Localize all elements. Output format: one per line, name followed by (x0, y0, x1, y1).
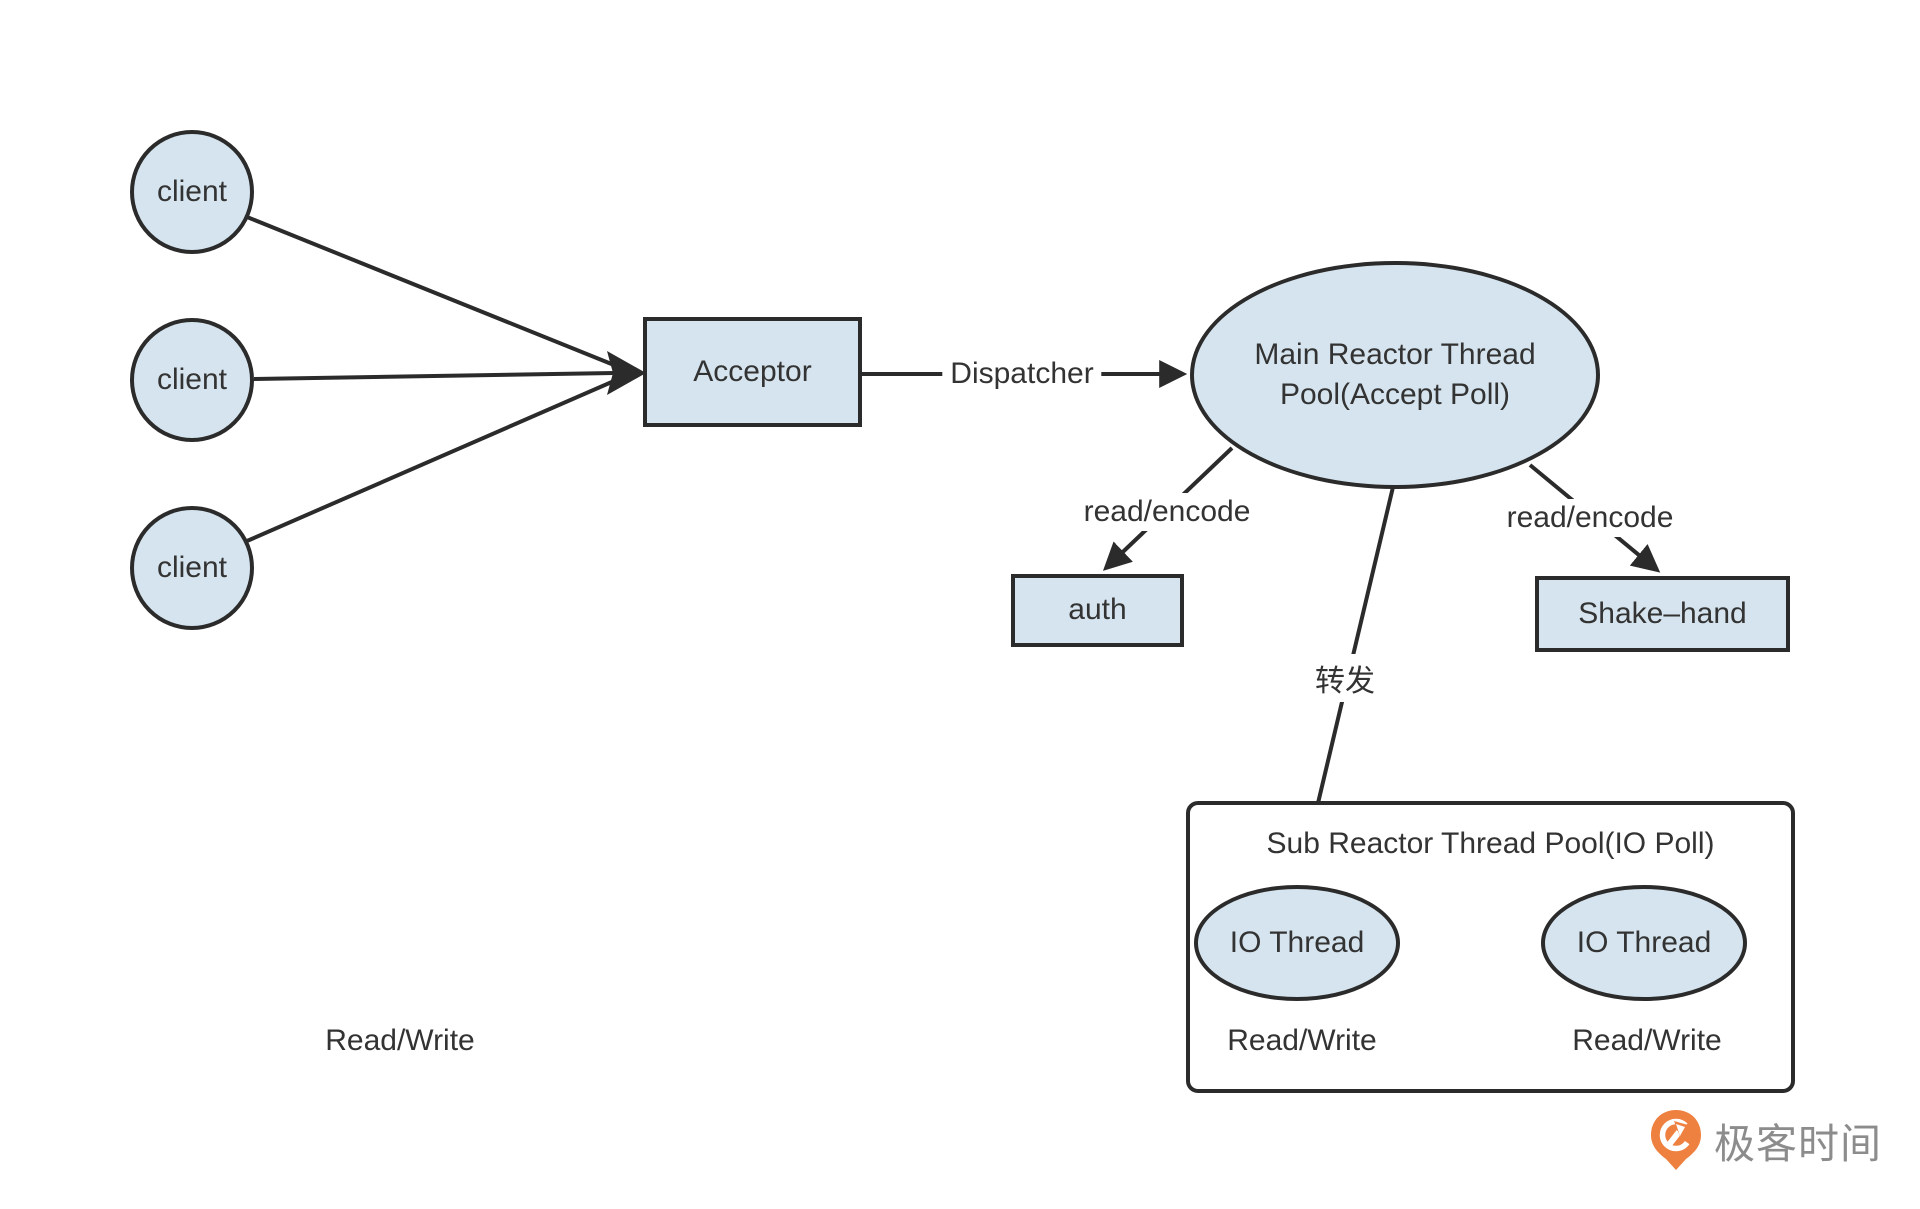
geektime-logo-text: 极客时间 (1714, 1121, 1882, 1167)
auth-node: auth (1011, 574, 1184, 647)
io-thread-caption-1: Read/Write (1227, 1024, 1377, 1057)
io-thread-label: IO Thread (1229, 925, 1365, 959)
client-label: client (156, 362, 228, 396)
io-thread-node-2: IO Thread (1541, 885, 1747, 1001)
main-reactor-label-line1: Main Reactor Thread (1254, 337, 1536, 371)
geektime-logo: 极客时间 (1648, 1108, 1882, 1172)
acceptor-label: Acceptor (693, 354, 812, 388)
auth-label: auth (1068, 593, 1127, 627)
geektime-logo-icon (1651, 1110, 1701, 1170)
read-encode-left-edge-label: read/encode (1075, 493, 1259, 531)
dispatcher-edge-label: Dispatcher (942, 355, 1102, 393)
sub-reactor-title: Sub Reactor Thread Pool(IO Poll) (1266, 827, 1715, 860)
read-encode-right-edge-label: read/encode (1498, 499, 1682, 537)
client-label: client (156, 174, 228, 208)
main-reactor-label-line2: Pool(Accept Poll) (1279, 378, 1511, 411)
io-thread-caption-2: Read/Write (1572, 1024, 1722, 1057)
acceptor-node: Acceptor (643, 317, 862, 427)
io-thread-node-1: IO Thread (1194, 885, 1400, 1001)
acceptor-arrowhead (607, 351, 646, 395)
forward-edge-label: 转发 (1307, 654, 1383, 702)
shake-hand-label: Shake–hand (1578, 596, 1747, 630)
client-node-2: client (130, 318, 254, 442)
client-node-3: client (130, 506, 254, 630)
io-thread-label: IO Thread (1576, 925, 1712, 959)
shake-hand-node: Shake–hand (1535, 576, 1790, 652)
main-reactor-node: Main Reactor Thread Pool(Accept Poll) (1190, 261, 1600, 489)
standalone-read-write-label: Read/Write (325, 1024, 475, 1057)
client-label: client (156, 550, 228, 584)
client-node-1: client (130, 130, 254, 254)
